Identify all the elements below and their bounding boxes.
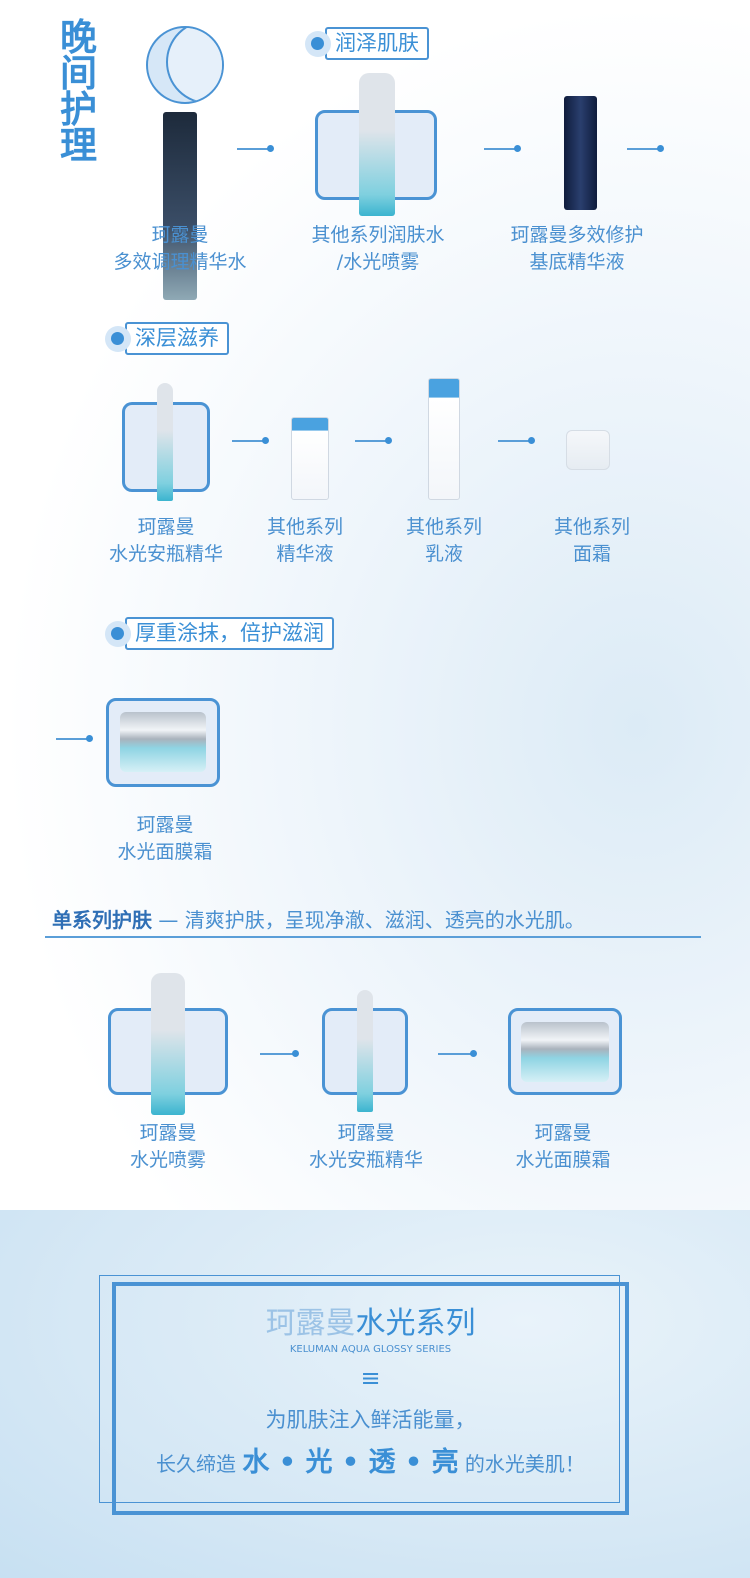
summary-frame-thick	[112, 1282, 629, 1515]
product-label: 其他系列润肤水/水光喷雾	[311, 224, 445, 273]
tag-nourish: 深层滋养	[105, 322, 229, 355]
tag-label: 深层滋养	[125, 322, 229, 355]
product-mask-cream-jar	[120, 712, 206, 772]
connector	[56, 735, 93, 742]
connector	[498, 437, 535, 444]
product-cream-jar	[566, 430, 610, 470]
product-label: 其他系列面霜	[553, 516, 630, 565]
divider	[45, 936, 701, 938]
connector	[484, 145, 521, 152]
summary-subtitle: KELUMAN AQUA GLOSSY SERIES	[289, 1344, 452, 1355]
product-essence	[291, 417, 329, 500]
product-label: 珂露曼水光喷雾	[129, 1122, 206, 1171]
product-mist-bottle	[151, 973, 185, 1115]
summary-line2: 长久缔造 水 • 光 • 透 • 亮 的水光美肌！	[156, 1447, 585, 1478]
single-series-heading: 单系列护肤 — 清爽护肤，呈现净澈、滋润、透亮的水光肌。	[52, 908, 585, 932]
product-ampoule	[157, 383, 173, 501]
equals-icon: ≡	[360, 1364, 381, 1392]
product-ampoule	[357, 990, 373, 1112]
dot-icon	[305, 30, 331, 57]
section-title: 晚间护理	[60, 16, 97, 167]
connector	[355, 437, 392, 444]
product-label: 珂露曼水光面膜霜	[117, 814, 213, 863]
product-label: 珂露曼多效调理精华水	[113, 224, 247, 273]
moon-icon	[146, 26, 224, 104]
product-label: 珂露曼水光面膜霜	[515, 1122, 611, 1171]
connector	[260, 1050, 299, 1057]
product-label: 其他系列乳液	[405, 516, 482, 565]
tag-moisturize: 润泽肌肤	[305, 27, 429, 60]
connector	[627, 145, 664, 152]
product-mist-bottle	[359, 73, 395, 216]
dot-icon	[105, 325, 131, 352]
summary-line1: 为肌肤注入鲜活能量，	[265, 1408, 476, 1432]
dot-icon	[105, 620, 131, 647]
product-lotion	[428, 378, 460, 500]
tag-label: 厚重涂抹，倍护滋润	[125, 617, 334, 650]
product-label: 珂露曼水光安瓶精华	[308, 1122, 423, 1171]
connector	[237, 145, 274, 152]
product-mask-cream-jar	[521, 1022, 609, 1082]
product-label: 珂露曼水光安瓶精华	[108, 516, 223, 565]
connector	[232, 437, 269, 444]
product-label: 其他系列精华液	[266, 516, 343, 565]
product-toner-bottle	[163, 112, 197, 300]
product-serum-bottle	[564, 96, 597, 210]
tag-label: 润泽肌肤	[325, 27, 429, 60]
product-label: 珂露曼多效修护基底精华液	[510, 224, 644, 273]
tag-thick: 厚重涂抹，倍护滋润	[105, 617, 334, 650]
connector	[438, 1050, 477, 1057]
summary-title: 珂露曼水光系列	[265, 1306, 476, 1341]
summary-frame-thin	[99, 1275, 620, 1503]
